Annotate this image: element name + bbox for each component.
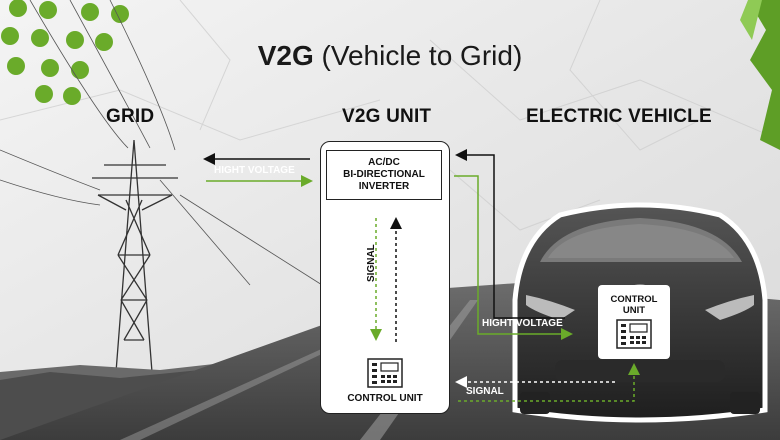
label-hv-vehicle: HIGHT VOLTAGE: [482, 318, 563, 329]
inverter-line-3: INVERTER: [358, 181, 410, 192]
header-grid: GRID: [106, 106, 155, 127]
header-electric-vehicle: ELECTRIC VEHICLE: [526, 106, 712, 127]
control-unit-icon: [367, 358, 403, 388]
ev-control-label-1: CONTROL: [610, 294, 658, 305]
arrow-vehicle-to-unit: [455, 149, 565, 319]
ev-control-label-2: UNIT: [622, 305, 646, 316]
ev-control-unit-icon: [616, 319, 652, 349]
label-signal-vertical: SIGNAL: [366, 244, 377, 282]
inverter-box: AC/DC BI-DIRECTIONAL INVERTER: [326, 150, 442, 200]
page-title: V2G (Vehicle to Grid): [0, 40, 780, 72]
label-hv-grid: HIGHT VOLTAGE: [214, 165, 295, 176]
label-signal-bottom: SIGNAL: [466, 386, 504, 397]
title-bold: V2G: [257, 40, 314, 71]
label-control-unit: CONTROL UNIT: [347, 393, 423, 404]
inverter-line-1: AC/DC: [368, 157, 400, 168]
title-rest: (Vehicle to Grid): [321, 40, 523, 71]
signal-arrow-to-vehicle: [458, 363, 640, 402]
arrow-unit-to-vehicle: [454, 175, 573, 340]
header-v2g-unit: V2G UNIT: [342, 106, 432, 127]
inverter-line-2: BI-DIRECTIONAL: [343, 169, 425, 180]
